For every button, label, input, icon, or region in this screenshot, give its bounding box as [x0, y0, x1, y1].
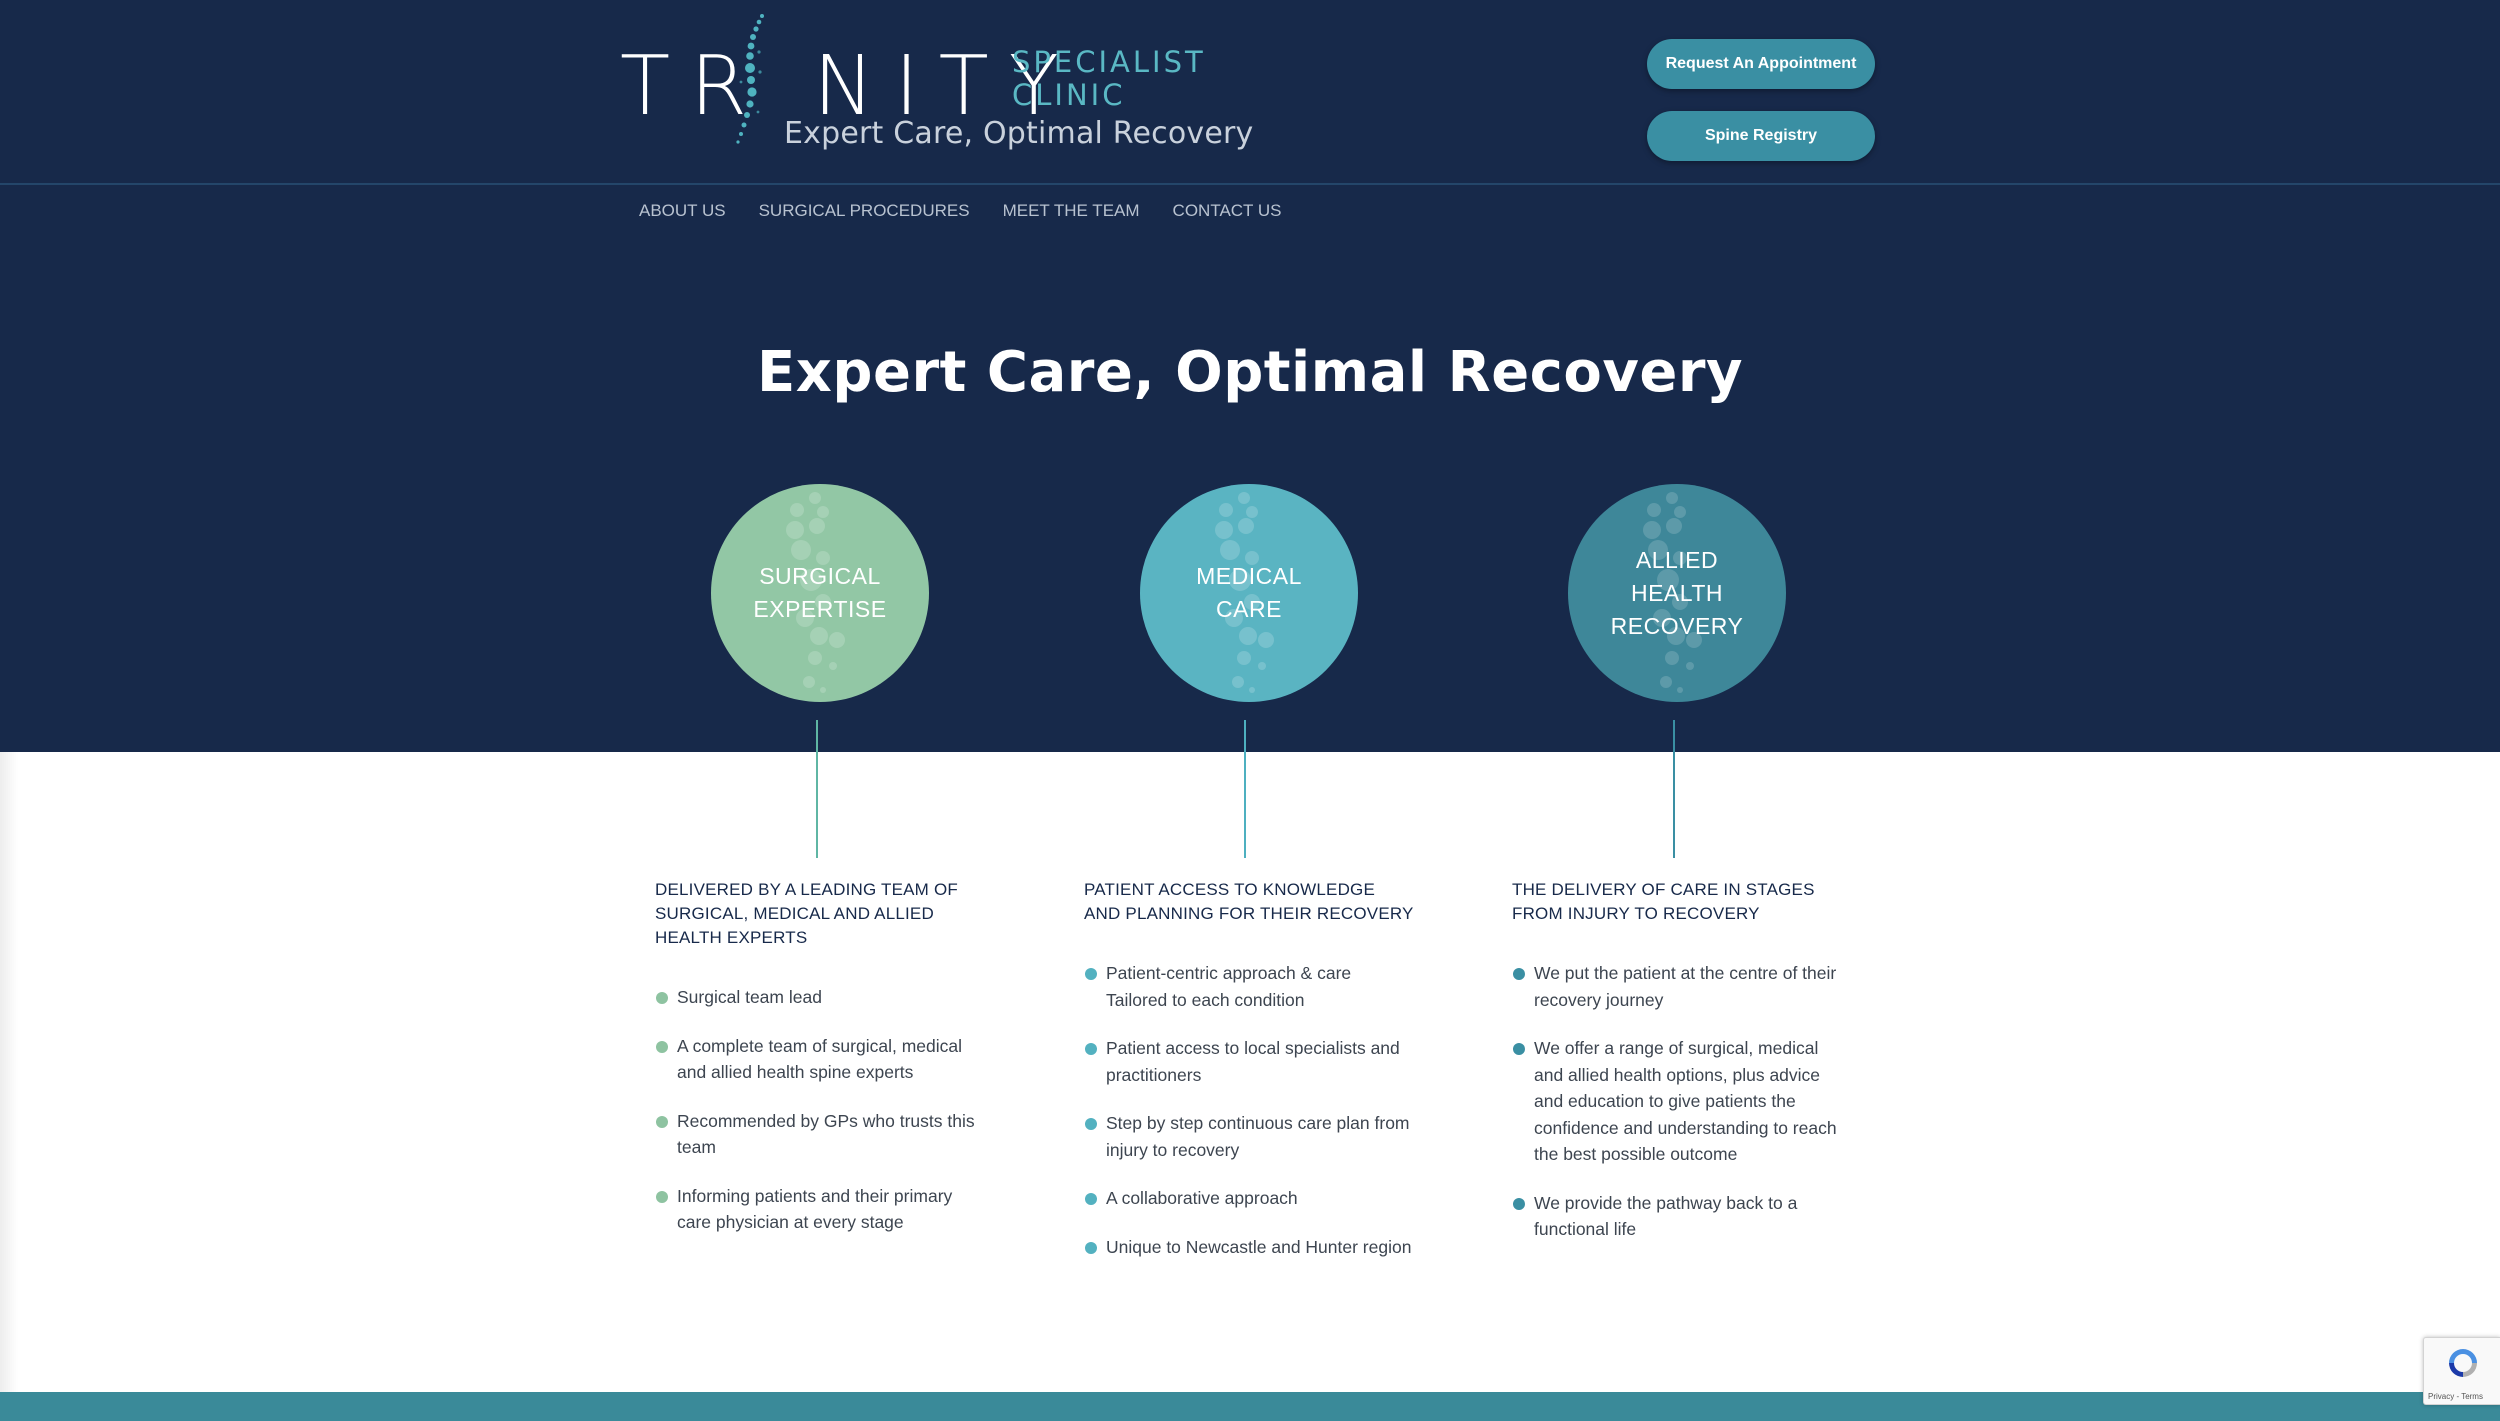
logo-specialist-clinic: SPECIALIST CLINIC [1012, 45, 1206, 112]
column-heading: PATIENT ACCESS TO KNOWLEDGE AND PLANNING… [1084, 880, 1414, 923]
spine-registry-button[interactable]: Spine Registry [1647, 111, 1875, 161]
trinity-logo[interactable]: TR NITY SPECIALIST CLINIC Expert Care, O… [620, 12, 1253, 162]
circle-label-line1: MEDICAL [1196, 563, 1302, 589]
recaptcha-links[interactable]: Privacy - Terms [2428, 1392, 2483, 1401]
page-edge-shadow [0, 752, 18, 1392]
list-item: Recommended by GPs who trusts this team [655, 1108, 985, 1161]
main-nav: ABOUT US SURGICAL PROCEDURES MEET THE TE… [639, 198, 1281, 224]
column-heading: DELIVERED BY A LEADING TEAM OF SURGICAL,… [655, 880, 958, 947]
bullet-list: Patient-centric approach & care Tailored… [1084, 960, 1414, 1260]
column-heading: THE DELIVERY OF CARE IN STAGES FROM INJU… [1512, 880, 1815, 923]
bullet-dot-icon [1513, 968, 1525, 980]
medical-care-circle: MEDICAL CARE [1140, 484, 1358, 702]
surgical-expertise-column: DELIVERED BY A LEADING TEAM OF SURGICAL,… [655, 878, 985, 1258]
medical-care-column: PATIENT ACCESS TO KNOWLEDGE AND PLANNING… [1084, 878, 1414, 1282]
list-item: Unique to Newcastle and Hunter region [1084, 1234, 1414, 1261]
circle-label-line2: RECOVERY [1610, 612, 1744, 639]
nav-meet-the-team[interactable]: MEET THE TEAM [1002, 201, 1140, 220]
list-item: Surgical team lead [655, 984, 985, 1011]
list-item: Patient-centric approach & care Tailored… [1084, 960, 1414, 1013]
list-item: A collaborative approach [1084, 1185, 1414, 1212]
spine-dots-icon [1215, 492, 1274, 693]
bullet-dot-icon [1085, 1043, 1097, 1055]
bullet-dot-icon [1085, 968, 1097, 980]
list-item: We offer a range of surgical, medical an… [1512, 1035, 1842, 1168]
spine-dots-icon [786, 492, 845, 693]
bullet-dot-icon [656, 1190, 668, 1203]
list-item: Patient access to local specialists and … [1084, 1035, 1414, 1088]
request-appointment-button[interactable]: Request An Appointment [1647, 39, 1875, 89]
nav-about-us[interactable]: ABOUT US [639, 201, 726, 220]
surgical-expertise-circle: SURGICAL EXPERTISE [711, 484, 929, 702]
circle-label-line2: CARE [1216, 596, 1282, 622]
bullet-dot-icon [1085, 1118, 1097, 1130]
bullet-dot-icon [1513, 1043, 1525, 1055]
connector-line [1244, 720, 1246, 858]
bullet-dot-icon [656, 1040, 668, 1053]
recaptcha-icon [2449, 1349, 2477, 1377]
list-item: Informing patients and their primary car… [655, 1183, 985, 1236]
hero-title: Expert Care, Optimal Recovery [757, 340, 1743, 405]
bullet-list: Surgical team lead A complete team of su… [655, 984, 985, 1236]
bullet-dot-icon [1513, 1197, 1525, 1210]
connector-line [816, 720, 818, 858]
header-divider [0, 183, 2500, 185]
footer-bar [0, 1392, 2500, 1421]
bullet-dot-icon [656, 1115, 668, 1128]
bullet-dot-icon [1085, 1193, 1097, 1205]
list-item: A complete team of surgical, medical and… [655, 1033, 985, 1086]
bullet-dot-icon [656, 992, 668, 1004]
nav-contact-us[interactable]: CONTACT US [1172, 201, 1282, 220]
nav-surgical-procedures[interactable]: SURGICAL PROCEDURES [758, 201, 970, 220]
allied-health-recovery-circle: ALLIED HEALTH RECOVERY [1568, 484, 1786, 702]
spine-dots-icon [736, 14, 764, 144]
list-item: Step by step continuous care plan from i… [1084, 1110, 1414, 1163]
circle-label-line2: EXPERTISE [753, 596, 887, 622]
list-item: We put the patient at the centre of thei… [1512, 960, 1842, 1013]
logo-tagline: Expert Care, Optimal Recovery [784, 116, 1254, 151]
logo-wordmark: TR NITY [620, 39, 1079, 134]
spine-dots-icon [1643, 492, 1702, 693]
circle-label-line1: SURGICAL [759, 563, 881, 589]
bullet-dot-icon [1085, 1241, 1097, 1254]
circle-label-line1: ALLIED HEALTH [1630, 546, 1724, 606]
list-item: We provide the pathway back to a functio… [1512, 1190, 1842, 1243]
bullet-list: We put the patient at the centre of thei… [1512, 960, 1842, 1243]
connector-line [1673, 720, 1675, 858]
recaptcha-badge[interactable]: Privacy - Terms [2423, 1337, 2500, 1405]
allied-health-recovery-column: THE DELIVERY OF CARE IN STAGES FROM INJU… [1512, 878, 1842, 1265]
